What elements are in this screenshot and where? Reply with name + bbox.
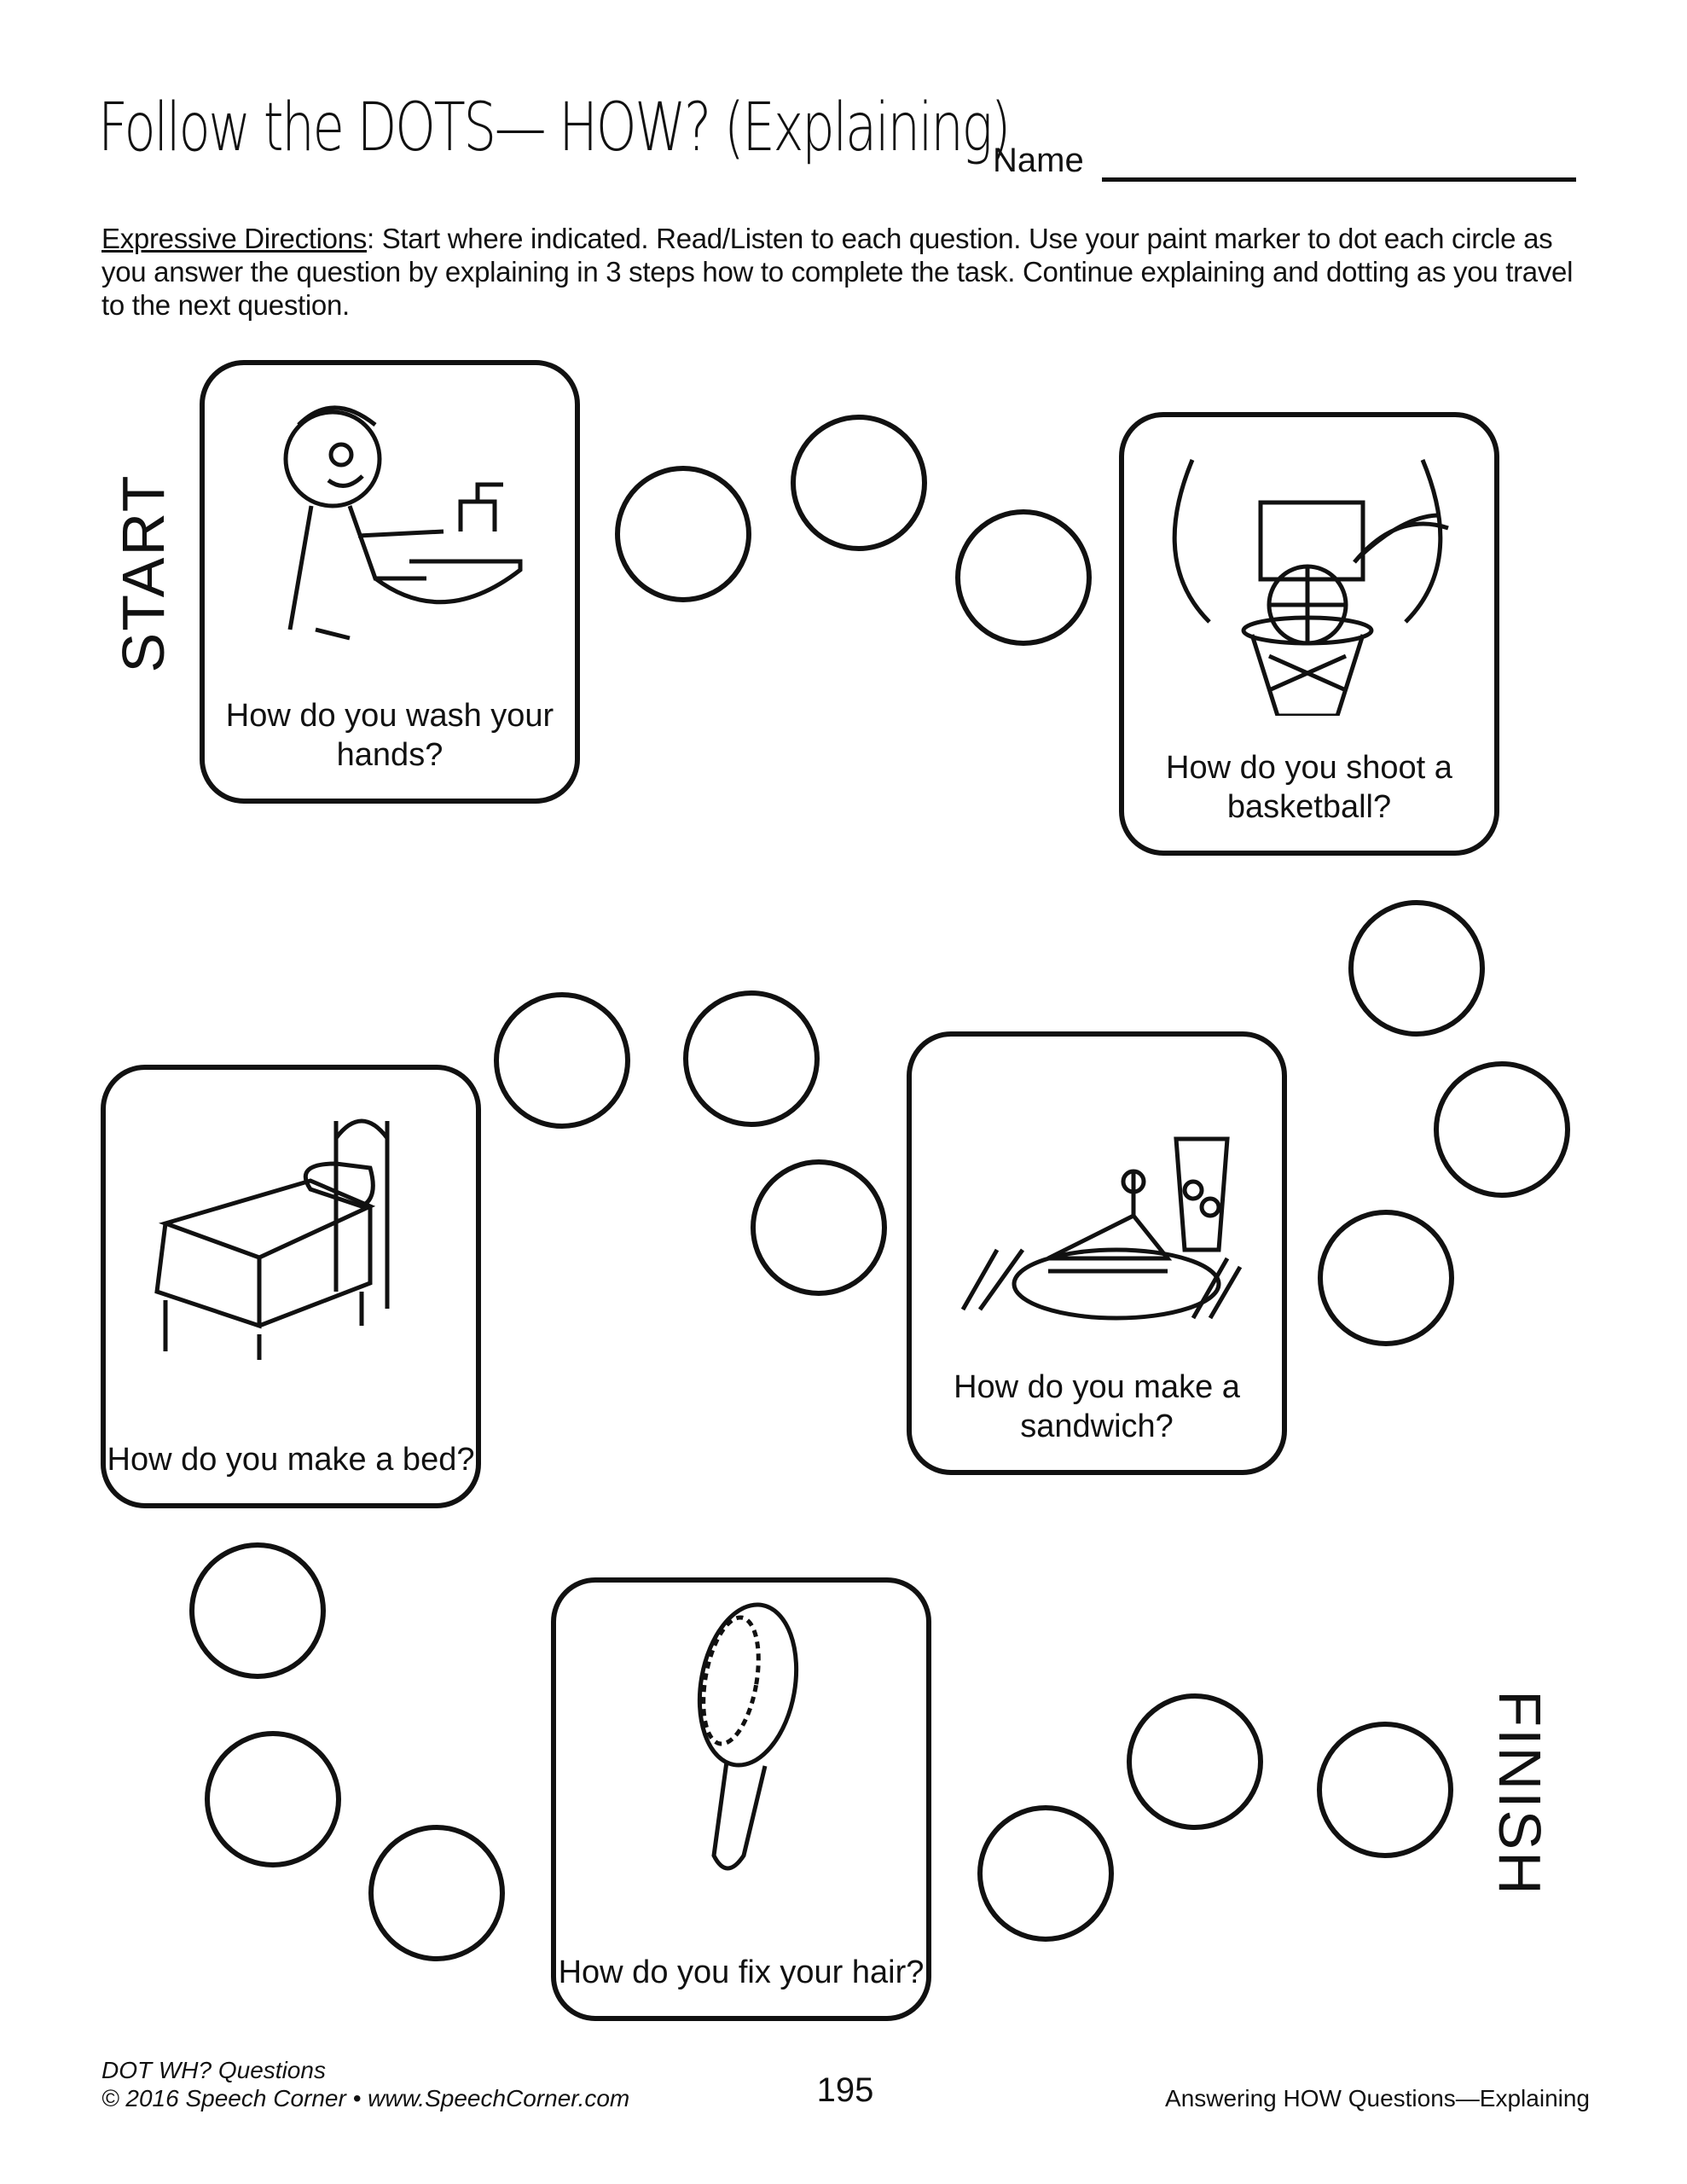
question-card-hair: How do you fix your hair? [551, 1577, 931, 2021]
directions-label: Expressive Directions [101, 223, 367, 254]
directions: Expressive Directions: Start where indic… [101, 222, 1603, 322]
page-title: Follow the DOTS— HOW? (Explaining) [98, 90, 1011, 166]
path-dot[interactable] [1348, 900, 1485, 1037]
path-dot[interactable] [205, 1731, 341, 1867]
basketball-hoop-icon [1172, 459, 1449, 716]
path-dot[interactable] [1434, 1061, 1570, 1198]
path-dot[interactable] [791, 415, 927, 551]
path-dot[interactable] [683, 990, 820, 1127]
question-card-wash-hands: How do you wash your hands? [200, 360, 580, 804]
sandwich-meal-icon [960, 1136, 1243, 1321]
card-question: How do you shoot a basketball? [1166, 750, 1452, 825]
path-dot[interactable] [615, 466, 751, 602]
path-dot[interactable] [494, 992, 630, 1129]
path-dot[interactable] [189, 1542, 326, 1679]
finish-label: FINISH [1487, 1690, 1553, 1896]
path-dot[interactable] [1127, 1693, 1263, 1830]
path-dot[interactable] [751, 1159, 887, 1296]
path-dot[interactable] [1317, 1722, 1453, 1858]
footer-copyright: © 2016 Speech Corner • www.SpeechCorner.… [101, 2085, 630, 2111]
name-label: Name [993, 142, 1084, 179]
directions-text: : Start where indicated. Read/Listen to … [101, 223, 1574, 321]
card-question: How do you make a sandwich? [954, 1369, 1240, 1444]
question-card-basketball: How do you shoot a basketball? [1119, 412, 1499, 856]
card-question: How do you wash your hands? [225, 698, 554, 773]
path-dot[interactable] [1318, 1210, 1454, 1346]
page-number: 195 [816, 2071, 874, 2109]
start-label: START [110, 473, 177, 673]
name-field-line[interactable] [1102, 177, 1576, 182]
footer-section: Answering HOW Questions—Explaining [1165, 2085, 1590, 2111]
path-dot[interactable] [368, 1825, 505, 1961]
question-card-bed: How do you make a bed? [101, 1065, 481, 1508]
card-question: How do you fix your hair? [558, 1955, 925, 1990]
hairbrush-icon [697, 1602, 799, 1871]
bed-icon [154, 1118, 390, 1360]
path-dot[interactable] [977, 1805, 1114, 1942]
boy-washing-hands-icon [283, 405, 523, 641]
path-dot[interactable] [955, 509, 1092, 646]
footer-book-title: DOT WH? Questions [101, 2057, 326, 2083]
card-question: How do you make a bed? [107, 1442, 475, 1478]
question-card-sandwich: How do you make a sandwich? [907, 1031, 1287, 1475]
